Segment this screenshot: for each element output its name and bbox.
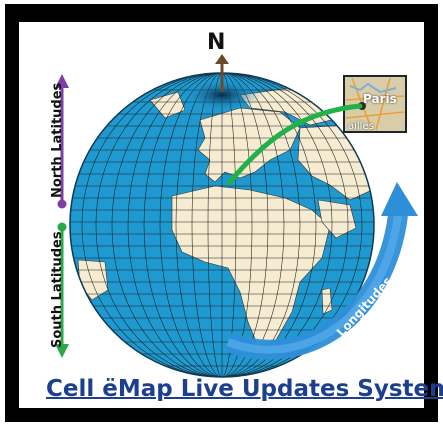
south-latitudes-arrow bbox=[55, 222, 69, 358]
arabia-land bbox=[317, 199, 357, 239]
route-start-dot bbox=[227, 179, 233, 185]
north-axis-arrow bbox=[215, 54, 229, 92]
north-latitudes-arrow bbox=[55, 74, 69, 209]
paris-map-card bbox=[343, 75, 407, 133]
diagram-title: Cell ëMap Live Updates System bbox=[46, 376, 443, 402]
europe-land bbox=[197, 107, 301, 183]
south-latitudes-label: South Latitudes bbox=[50, 231, 65, 348]
longitudes-arrow bbox=[224, 182, 418, 360]
north-label: N bbox=[207, 30, 226, 55]
greenland-land bbox=[149, 91, 186, 119]
paris-label: Paris bbox=[363, 92, 397, 106]
madagascar-land bbox=[321, 287, 333, 315]
north-pole-shade bbox=[182, 79, 262, 111]
north-latitudes-label: North Latitudes bbox=[50, 82, 65, 198]
route-line bbox=[227, 103, 363, 185]
globe-grid bbox=[70, 73, 374, 377]
marseille-partial-label: ailles bbox=[348, 121, 374, 132]
